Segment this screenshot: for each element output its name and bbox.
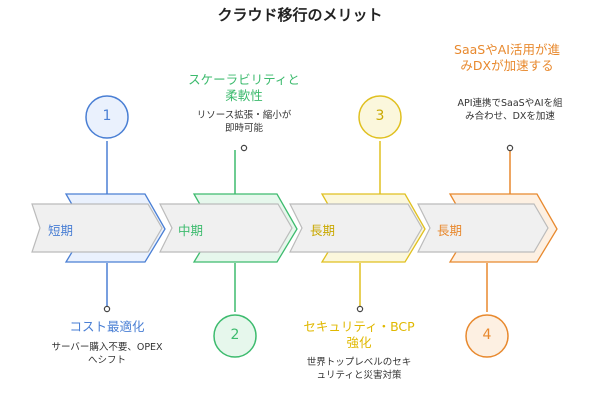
step-number-4: 4 [482,327,492,343]
endpoint-dot-3 [356,305,364,313]
number-circle-2 [213,314,257,358]
chevron-gray-2 [159,203,293,253]
step-number-1: 1 [102,108,112,124]
number-circle-3 [358,95,402,139]
diagram-title: クラウド移行のメリット [217,6,383,24]
step-heading-4: SaaSやAI活用が進みDXが加速する [454,42,560,73]
step-description-1: サーバー購入不要、OPEXへシフト [51,342,163,366]
step-description-3: 世界トップレベルのセキュリティと災害対策 [306,357,412,381]
endpoint-dot-4 [506,144,514,152]
phase-label-mid: 中期 [178,223,204,238]
chevron-gray-4 [417,203,549,253]
step-description-4: API連携でSaaSやAIを組み合わせ、DXを加速 [457,98,563,122]
step-description-2: リソース拡張・縮小が即時可能 [196,110,292,134]
endpoint-dot-2 [240,144,248,152]
phase-label-short: 短期 [48,223,74,238]
chevron-gray-1 [31,203,163,253]
phase-label-long-1: 長期 [310,223,336,238]
step-heading-2: スケーラビリティと柔軟性 [188,72,300,103]
number-circle-1 [85,95,129,139]
number-circle-4 [465,314,509,358]
step-number-2: 2 [230,327,240,343]
endpoint-dot-1 [103,305,111,313]
step-number-3: 3 [375,108,385,124]
step-heading-3: セキュリティ・BCP強化 [303,319,415,350]
phase-label-long-2: 長期 [437,223,463,238]
chevron-gray-3 [289,203,423,253]
step-heading-1: コスト最適化 [69,319,145,334]
